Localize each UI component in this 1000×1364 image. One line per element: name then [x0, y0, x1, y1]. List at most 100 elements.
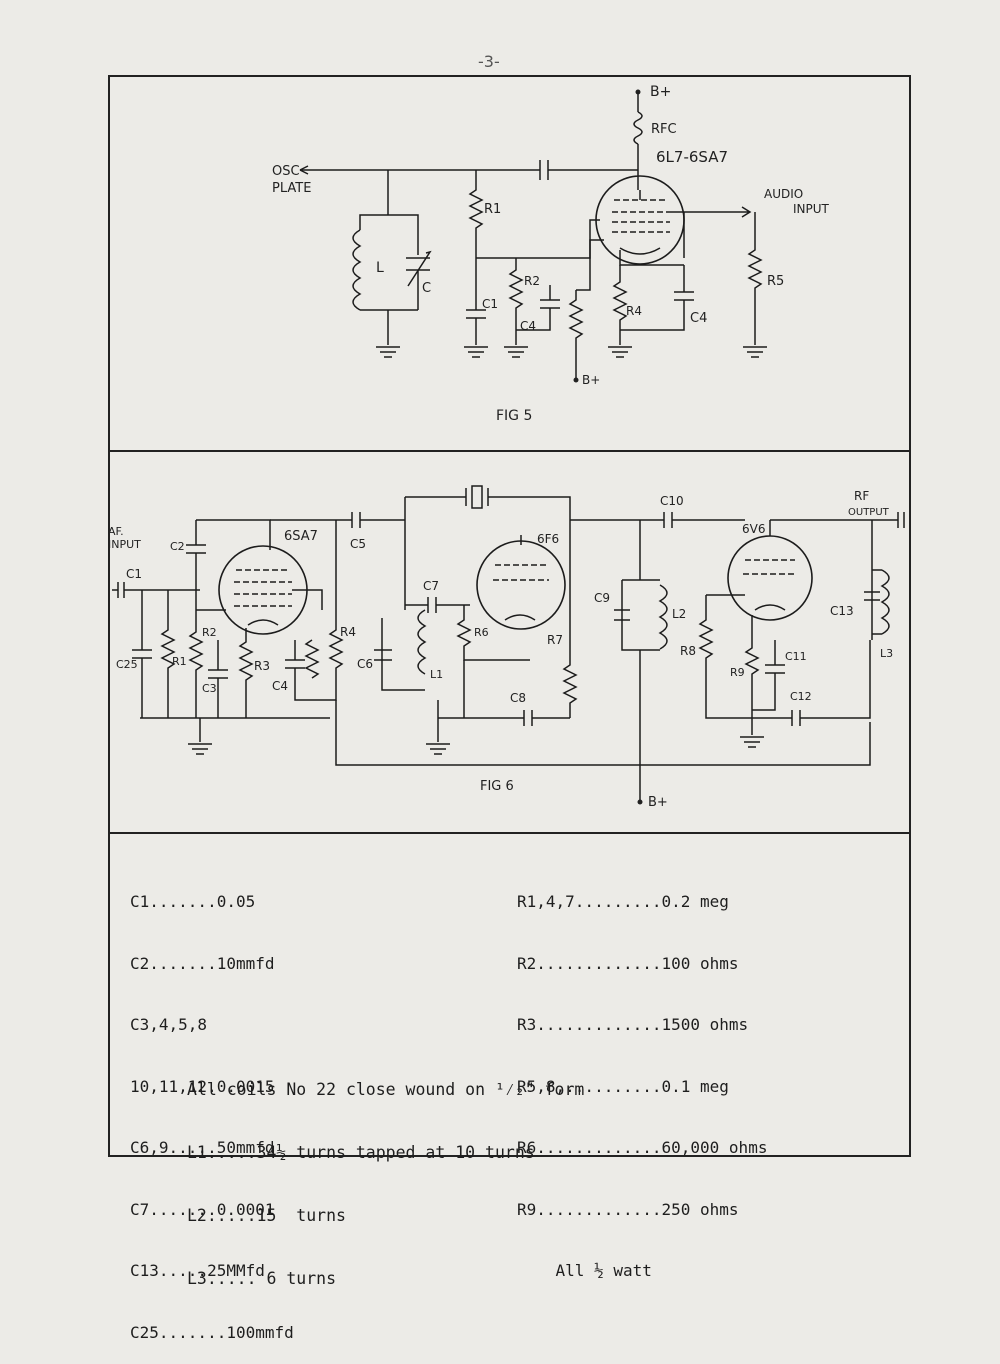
fig5-c1	[466, 260, 486, 345]
fig6-tube-6f6	[476, 540, 566, 630]
fig6-l2-label: L2	[672, 607, 686, 621]
fig6-bplus-label: B+	[648, 795, 668, 810]
fig6-c25	[132, 590, 152, 718]
parts-left-line: 10,11,12.0.0015	[130, 1076, 275, 1096]
fig6-r2	[188, 609, 226, 718]
fig6-c9-label: C9	[594, 591, 610, 605]
fig6-l1-label: L1	[430, 668, 443, 681]
fig5-r1	[468, 170, 484, 260]
fig6-c25-label: C25	[116, 658, 138, 671]
fig6-l2-coil	[658, 584, 668, 650]
parts-left-line: C3,4,5,8	[130, 1015, 208, 1034]
fig6-c3-label: C3	[202, 682, 217, 695]
divider-fig5-fig6	[108, 450, 911, 452]
fig5-r2	[508, 258, 524, 345]
parts-left-line: C1.......0.05	[130, 892, 256, 911]
fig5-r1-label: R1	[484, 202, 501, 217]
fig6-l3-label: L3	[880, 647, 893, 660]
fig6-r3	[238, 628, 254, 718]
parts-right-line: R2.............100 ohms	[517, 953, 739, 973]
fig6-l3-coil	[880, 569, 890, 635]
fig5-rfc-coil	[633, 111, 643, 145]
fig5-l-coil	[352, 229, 362, 311]
fig5-c4b-label: C4	[690, 311, 707, 326]
fig5-rfc-label: RFC	[651, 122, 677, 137]
fig5-tube	[595, 175, 685, 265]
fig6-tube1-label: 6SA7	[284, 529, 318, 544]
coil-note-line: All coils No 22 close wound on ¹⁄₂" form	[187, 1080, 585, 1099]
fig5-r2-label: R2	[524, 274, 540, 288]
fig5-tube-label: 6L7-6SA7	[656, 148, 728, 166]
fig6-circuit: AF. INPUT C1 C2 6SA7 C5 C10 RF OUTPUT 6F…	[108, 485, 905, 810]
fig5-osc-label: OSC	[272, 164, 300, 179]
fig5-plate-label: PLATE	[272, 181, 311, 196]
fig6-r7-label: R7	[547, 633, 563, 647]
fig6-c11-label: C11	[785, 650, 807, 663]
fig6-c5	[270, 512, 405, 528]
fig6-crystal	[471, 485, 483, 509]
fig5-caption: FIG 5	[496, 408, 532, 424]
fig6-c6-label: C6	[357, 657, 373, 671]
fig6-c3	[208, 640, 228, 718]
fig6-c7-label: C7	[423, 579, 439, 593]
divider-fig6-parts	[108, 832, 911, 834]
parts-left-line: C25.......100mmfd	[130, 1322, 294, 1342]
fig6-c13-label: C13	[830, 604, 854, 618]
fig6-c4-label: C4	[272, 679, 288, 693]
fig5-audio-label: AUDIO	[764, 187, 803, 201]
fig6-tube2-label: 6F6	[537, 532, 559, 546]
fig5-bplus-bottom-label: B+	[582, 373, 600, 387]
fig6-input-label: INPUT	[108, 538, 141, 551]
fig6-tube-6v6	[727, 535, 813, 621]
fig5-circuit: B+ RFC 6L7-6SA7 OSC PLATE AUDIO INPUT R1…	[272, 84, 830, 424]
page-number: -3-	[478, 52, 500, 71]
fig6-r1	[160, 590, 176, 718]
fig6-r4	[318, 600, 344, 701]
coil-note-line: L3..... 6 turns	[187, 1269, 337, 1288]
fig6-r3-label: R3	[254, 659, 270, 673]
coil-note-line: L2.....15 turns	[187, 1206, 346, 1225]
parts-right-line: R6.............60,000 ohms	[517, 1138, 768, 1157]
coil-notes: All coils No 22 close wound on ¹⁄₂" form…	[187, 1037, 584, 1310]
fig6-c9	[614, 609, 630, 621]
fig5-r4-label: R4	[626, 304, 642, 318]
fig6-r2-label: R2	[202, 626, 217, 639]
fig6-r8-label: R8	[680, 644, 696, 658]
fig6-r9-label: R9	[730, 666, 745, 679]
fig6-output-label: OUTPUT	[848, 507, 890, 518]
fig6-r1-label: R1	[172, 655, 187, 668]
fig5-c1-label: C1	[482, 297, 498, 311]
parts-left-line: C6,9.....50mmfd	[130, 1138, 275, 1157]
fig6-r6-label: R6	[474, 626, 489, 639]
fig5-c-label: C	[422, 281, 431, 296]
parts-left-line: C2.......10mmfd	[130, 953, 275, 973]
fig6-c2-label: C2	[170, 540, 185, 553]
fig6-c6	[374, 649, 392, 661]
fig6-c13	[864, 591, 880, 601]
fig6-af-label: AF.	[108, 525, 124, 538]
fig5-c4	[620, 265, 694, 331]
fig6-caption: FIG 6	[480, 779, 514, 794]
fig5-c4a-label: C4	[520, 319, 536, 333]
fig6-tube3-label: 6V6	[742, 522, 765, 536]
parts-right-line: R1,4,7.........0.2 meg	[517, 892, 729, 911]
fig6-c2	[186, 520, 206, 610]
fig6-c5-label: C5	[350, 537, 366, 551]
parts-right-line: R3.............1500 ohms	[517, 1015, 749, 1034]
fig6-c10-label: C10	[660, 494, 684, 508]
fig5-r4	[612, 265, 628, 345]
parts-right-line: R5,8,..........0.1 meg	[517, 1076, 729, 1096]
fig6-c1-label: C1	[126, 567, 142, 581]
fig6-rf-label: RF	[854, 489, 869, 503]
fig6-c4	[285, 640, 318, 701]
parts-list-resistors: R1,4,7.........0.2 meg R2.............10…	[517, 851, 767, 1302]
fig6-c8-label: C8	[510, 691, 526, 705]
fig6-c12-label: C12	[790, 690, 812, 703]
fig5-bplus-top-label: B+	[650, 84, 671, 100]
fig6-r4-label: R4	[340, 625, 356, 639]
fig6-l1-coil	[417, 609, 427, 675]
fig5-input-label: INPUT	[793, 202, 830, 216]
fig5-r5	[747, 212, 763, 345]
fig5-l-label: L	[376, 260, 384, 276]
fig5-coupling-cap	[539, 160, 549, 180]
